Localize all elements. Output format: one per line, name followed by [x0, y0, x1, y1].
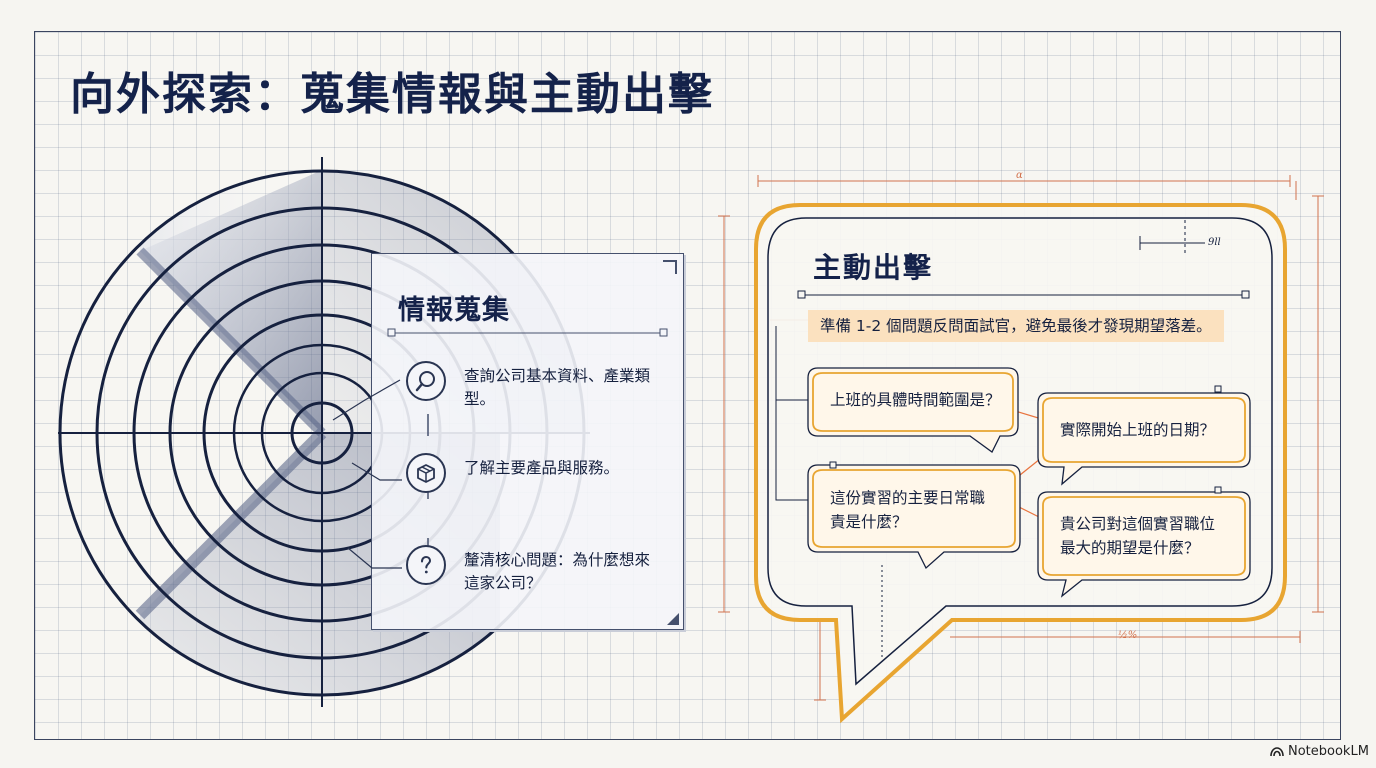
intel-item-text: 釐清核心問題：為什麼想來這家公司？ [464, 551, 651, 592]
page-title: 向外探索：蒐集情報與主動出擊 [70, 69, 714, 120]
intel-item: 查詢公司基本資料、產業類型。 [406, 361, 668, 421]
title-dimension-line [387, 328, 668, 337]
notebooklm-logo-icon [1270, 746, 1284, 756]
question-bubble-1: 上班的具體時間範圍是？ [830, 391, 1001, 409]
notebooklm-brand: NotebookLM [1270, 744, 1369, 759]
intel-item: 了解主要產品與服務。 [406, 453, 668, 513]
card-corner-fold [667, 613, 679, 625]
package-icon [406, 453, 446, 493]
question-bubble-4: 貴公司對這個實習職位最大的期望是什麼？ [1060, 515, 1216, 557]
intel-item-text: 查詢公司基本資料、產業類型。 [464, 367, 651, 408]
intel-card-title: 情報蒐集 [398, 295, 510, 326]
intel-item-text: 了解主要產品與服務。 [464, 459, 620, 477]
search-icon [406, 361, 446, 401]
brand-label: NotebookLM [1288, 744, 1369, 759]
proactive-title: 主動出擊 [813, 251, 934, 284]
intel-gathering-card: 情報蒐集 查詢公司基本資料、產業類型。 了解主要產品與服務。 釐清核心問題：為什… [371, 253, 684, 630]
dimension-label-top: α [1016, 170, 1023, 181]
dimension-label-bottom: ½% [1118, 630, 1138, 641]
dimension-label-corner: 9ll [1208, 237, 1221, 248]
question-icon [406, 545, 446, 585]
question-bubble-2: 實際開始上班的日期？ [1060, 421, 1216, 439]
tip-highlight: 準備 1-2 個問題反問面試官，避免最後才發現期望落差。 [808, 310, 1224, 342]
intel-item: 釐清核心問題：為什麼想來這家公司？ [406, 545, 668, 605]
card-corner-mark [663, 260, 677, 274]
question-bubble-3: 這份實習的主要日常職責是什麼？ [830, 489, 986, 531]
